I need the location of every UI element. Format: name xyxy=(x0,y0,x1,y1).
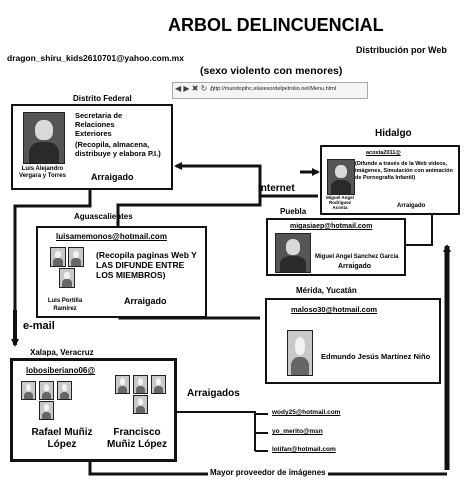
aguascalientes-photo-3 xyxy=(59,268,75,288)
line-df-to-ags xyxy=(13,190,92,310)
hidalgo-status: Arraigado xyxy=(397,203,426,209)
hidalgo-description: (Difunde a través de la Web videos, imág… xyxy=(355,161,453,181)
hidalgo-person-photo xyxy=(327,159,355,195)
puebla-person-photo xyxy=(275,233,311,273)
line-internet xyxy=(116,194,318,226)
location-merida: Mérida, Yucatán xyxy=(296,286,357,295)
aguascalientes-photo-1 xyxy=(50,247,66,267)
node-puebla: migasiaep@hotmail.com Miguel Angel Sanch… xyxy=(266,218,406,276)
xalapa-photo-3 xyxy=(57,381,72,400)
node-hidalgo: acosta2011@ (Difunde a través de la Web … xyxy=(320,145,460,215)
puebla-person-name: Miguel Angel Sanchez Garcia xyxy=(315,254,399,260)
node-aguascalientes: luisamemonos@hotmail.com (Recopila pagin… xyxy=(36,226,207,318)
hidalgo-email: acosta2011@ xyxy=(366,150,401,156)
location-xalapa: Xalapa, Veracruz xyxy=(30,348,94,357)
aguascalientes-photo-2 xyxy=(68,247,84,267)
xalapa-photo-7 xyxy=(151,375,166,394)
node-df: Secretaria de Relaciones Exteriores (Rec… xyxy=(11,104,173,190)
line-xalapa-emails xyxy=(175,411,256,451)
location-hidalgo: Hidalgo xyxy=(375,128,412,139)
line-supplier xyxy=(88,462,447,476)
df-status: Arraigado xyxy=(91,172,134,182)
location-df: Distrito Federal xyxy=(73,94,132,103)
xalapa-photo-6 xyxy=(133,375,148,394)
aguascalientes-description: (Recopila paginas Web Y LAS DIFUNDE ENTR… xyxy=(96,250,197,280)
top-email: dragon_shiru_kids2610701@yahoo.com.mx xyxy=(7,53,184,63)
xalapa-photo-2 xyxy=(39,381,54,400)
xalapa-email: lobosiberiano06@ xyxy=(26,366,96,375)
xalapa-photo-8 xyxy=(133,395,148,414)
puebla-status: Arraigado xyxy=(338,263,372,270)
aguascalientes-person-name: Luis Portilla Ramírez xyxy=(47,298,83,312)
puebla-email: migasiaep@hotmail.com xyxy=(290,223,373,230)
xalapa-person-2: Francisco Muñiz López xyxy=(107,427,167,450)
merida-person-name: Edmundo Jesús Martínez Niño xyxy=(321,352,431,361)
merida-email: maloso30@hotmail.com xyxy=(291,305,378,314)
email-label: e-mail xyxy=(23,320,55,332)
subtitle: (sexo violento con menores) xyxy=(200,65,343,77)
extra-email-2: yo_merito@msn xyxy=(272,428,323,435)
browser-url-text: http://mundopthc.elasesordelpetrolio.net… xyxy=(211,86,337,92)
page-title: ARBOL DELINCUENCIAL xyxy=(168,15,384,35)
distribution-label: Distribución por Web xyxy=(356,45,447,55)
xalapa-status: Arraigados xyxy=(187,388,240,399)
xalapa-photo-5 xyxy=(115,375,130,394)
xalapa-person-1: Rafael Muñiz López xyxy=(31,427,93,450)
df-person-name: Luis Alejandro Vergara y Torres xyxy=(19,166,66,179)
supplier-label: Mayor proveedor de imágenes xyxy=(208,468,328,477)
location-aguascalientes: Aguascalientes xyxy=(74,212,133,221)
browser-nav-icons: ◀ ▶ ✖ ↻ ⌂ xyxy=(175,84,215,93)
extra-email-1: wody25@hotmail.com xyxy=(272,409,341,416)
merida-person-photo xyxy=(287,330,313,376)
df-role: Secretaria de Relaciones Exteriores xyxy=(75,111,123,138)
aguascalientes-email: luisamemonos@hotmail.com xyxy=(56,232,167,241)
internet-label: Internet xyxy=(258,183,295,194)
hidalgo-person-name: Miguel Angel Rodriguez Acosta xyxy=(326,195,354,210)
location-puebla: Puebla xyxy=(280,207,307,216)
node-xalapa: lobosiberiano06@ Rafael Muñiz López Fran… xyxy=(10,358,177,462)
node-merida: maloso30@hotmail.com Edmundo Jesús Martí… xyxy=(265,298,441,384)
df-person-photo xyxy=(23,112,65,164)
browser-url-bar: ◀ ▶ ✖ ↻ ⌂ http://mundopthc.elasesordelpe… xyxy=(172,82,368,99)
aguascalientes-status: Arraigado xyxy=(124,296,167,306)
xalapa-photo-4 xyxy=(39,401,54,420)
extra-email-3: lolifan@hotmail.com xyxy=(272,446,336,453)
arrow-to-df xyxy=(174,162,262,196)
df-description: (Recopila, almacena, distribuye y elabor… xyxy=(75,140,161,158)
xalapa-photo-1 xyxy=(21,381,36,400)
